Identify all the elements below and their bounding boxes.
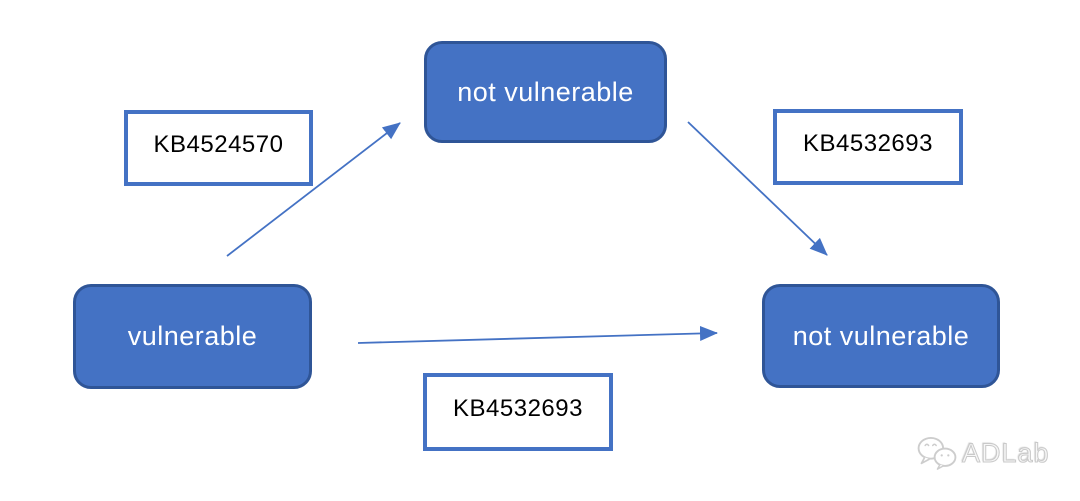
arrow-vulnerable-to-right bbox=[357, 325, 718, 344]
node-not-vulnerable-top: not vulnerable bbox=[424, 41, 667, 143]
edge-label-kb4532693-right-text: KB4532693 bbox=[803, 130, 933, 157]
edge-label-kb4524570-text: KB4524570 bbox=[153, 131, 284, 158]
node-vulnerable-label: vulnerable bbox=[127, 321, 258, 351]
node-not-vulnerable-right-label: not vulnerable bbox=[792, 320, 970, 351]
wechat-icon bbox=[917, 436, 957, 470]
node-not-vulnerable-top-label: not vulnerable bbox=[457, 76, 634, 107]
watermark-text: ADLab bbox=[962, 437, 1050, 468]
node-vulnerable: vulnerable bbox=[73, 284, 312, 389]
edge-label-kb4532693-bottom-text: KB4532693 bbox=[453, 395, 583, 422]
node-not-vulnerable-right: not vulnerable bbox=[762, 284, 1000, 388]
watermark: ADLab bbox=[916, 436, 1050, 470]
edge-label-kb4532693-bottom: KB4532693 bbox=[423, 373, 613, 451]
edge-label-kb4532693-right: KB4532693 bbox=[773, 109, 963, 185]
edge-label-kb4524570: KB4524570 bbox=[124, 110, 313, 186]
